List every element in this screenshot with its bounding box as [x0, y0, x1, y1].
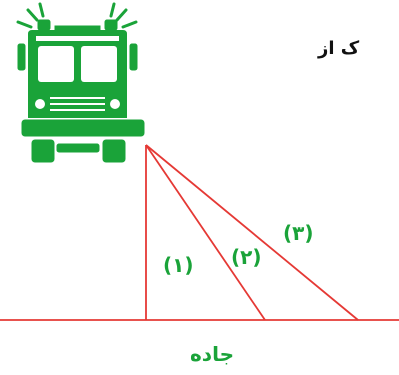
sight-lines: [0, 144, 399, 321]
line-path-3: [145, 144, 359, 321]
line-path-2: [145, 144, 266, 321]
road-label: جاده: [190, 342, 234, 366]
label-path-3: (۳): [283, 221, 314, 245]
label-path-1: (۱): [163, 253, 194, 277]
fire-truck-icon: [16, 2, 145, 163]
label-path-2: (۲): [231, 245, 262, 269]
question-text-fragment: ک از: [318, 38, 360, 59]
flash-rays-icon: [16, 2, 138, 29]
